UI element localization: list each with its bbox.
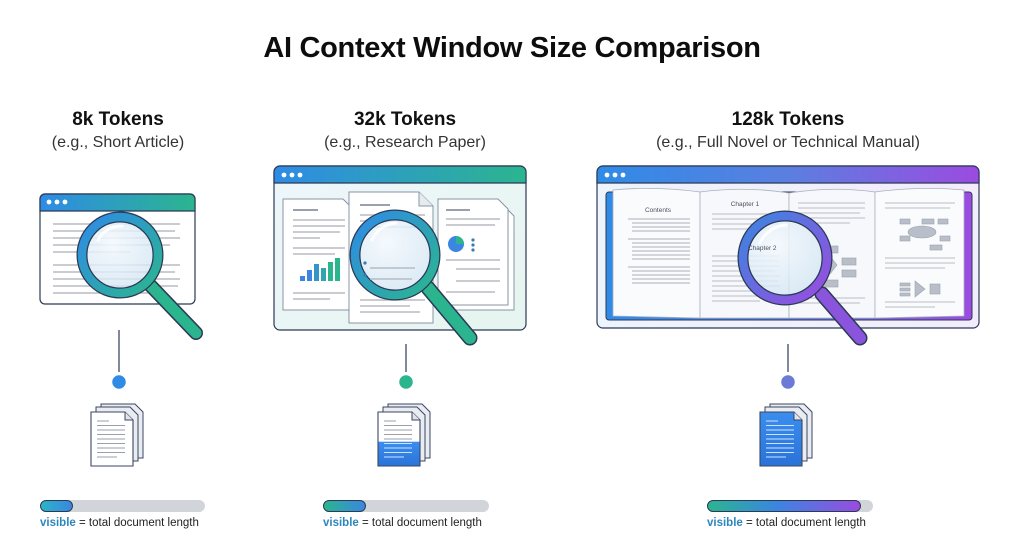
window-controls-icon <box>281 172 303 178</box>
timeline <box>38 330 982 392</box>
caption-32k: visible = total document length <box>323 517 482 529</box>
tier-example-label: (e.g., Full Novel or Technical Manual) <box>656 134 920 151</box>
magnifying-glass-icon <box>76 211 203 340</box>
visible-bar-8k <box>40 500 205 512</box>
document-visible-fill <box>378 441 420 466</box>
tier-heading-8k: 8k Tokens (e.g., Short Article) <box>18 108 218 154</box>
caption-accent: visible <box>707 517 743 529</box>
paper-with-bar-chart <box>282 198 354 311</box>
timeline-marker-128k <box>778 372 798 392</box>
document-stack-icon <box>759 403 813 467</box>
visible-bar-32k <box>323 500 489 512</box>
caption-128k: visible = total document length <box>707 517 866 529</box>
tier-tokens-label: 8k Tokens <box>72 109 164 130</box>
window-8k-article <box>39 193 203 340</box>
window-32k-research-papers <box>273 165 527 346</box>
tier-heading-128k: 128k Tokens (e.g., Full Novel or Technic… <box>618 108 958 154</box>
tier-example-label: (e.g., Research Paper) <box>324 134 486 151</box>
caption-text: = total document length <box>75 517 199 529</box>
paper-with-pie-chart <box>437 198 515 311</box>
caption-accent: visible <box>323 517 359 529</box>
caption-accent: visible <box>40 517 76 529</box>
visible-bar-fill <box>40 500 73 512</box>
timeline-marker-8k <box>109 372 129 392</box>
book-chapter-lines <box>712 202 955 308</box>
tier-tokens-label: 128k Tokens <box>731 109 845 130</box>
caption-text: = total document length <box>358 517 482 529</box>
mini-pie-chart <box>448 236 475 252</box>
timeline-marker-32k <box>396 372 416 392</box>
document-stack-icon <box>377 403 431 467</box>
window-128k-open-book: Contents Chapter 1 <box>596 165 980 346</box>
visible-bar-fill <box>323 500 367 512</box>
magnifying-glass-icon <box>349 209 478 346</box>
tier-heading-32k: 32k Tokens (e.g., Research Paper) <box>285 108 525 154</box>
tier-example-label: (e.g., Short Article) <box>51 134 185 151</box>
page-title: AI Context Window Size Comparison <box>263 32 761 64</box>
visible-bar-128k <box>707 500 873 512</box>
caption-8k: visible = total document length <box>40 517 199 529</box>
window-controls-icon <box>46 199 68 205</box>
book-toc-lines <box>628 218 690 284</box>
book-contents-heading: Contents <box>645 207 672 214</box>
visible-bar-fill <box>707 500 862 512</box>
caption-text: = total document length <box>742 517 866 529</box>
book-chapter2-heading: Chapter 2 <box>748 245 777 252</box>
document-stack-icon <box>90 403 144 467</box>
book-chapter1-heading: Chapter 1 <box>731 201 760 208</box>
magnifying-glass-icon: Chapter 2 <box>737 210 868 346</box>
mini-bar-chart <box>300 258 340 281</box>
window-controls-icon <box>604 172 626 178</box>
tier-tokens-label: 32k Tokens <box>353 109 457 130</box>
